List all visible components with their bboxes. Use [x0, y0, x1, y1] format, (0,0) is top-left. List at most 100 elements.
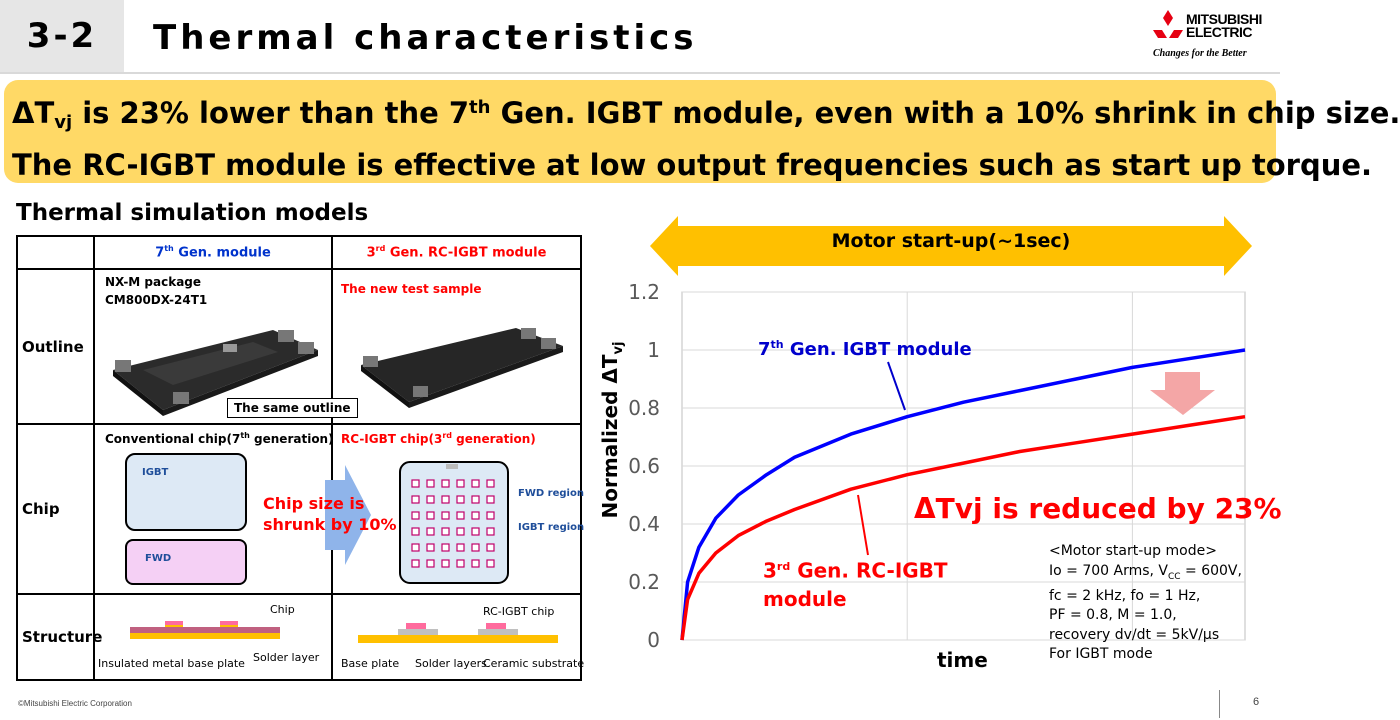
solder-layers-callout: Solder layers: [415, 657, 487, 670]
base-plate-callout: Base plate: [341, 657, 400, 670]
igbt-cell: [486, 543, 495, 552]
structure-rc-igbt-cell: RC-IGBT chip Base plate Solder layers Ce…: [331, 593, 585, 681]
igbt-cell: [486, 495, 495, 504]
igbt-cell: [426, 511, 435, 520]
series-label-rc-igbt: 3rd Gen. RC-IGBT module: [763, 558, 948, 611]
chip-callout: Chip: [270, 603, 295, 616]
igbt-cell: [441, 559, 450, 568]
logo-name: MITSUBISHI ELECTRIC: [1186, 11, 1262, 40]
igbt-cell: [471, 527, 480, 536]
igbt-cell: [426, 543, 435, 552]
rc-igbt-module-image: [361, 328, 563, 408]
y-tick-label: 0.2: [628, 570, 660, 594]
motor-startup-label: Motor start-up(~1sec): [831, 230, 1071, 252]
igbt-cell: [456, 543, 465, 552]
igbt-cell: [411, 511, 420, 520]
igbt-cell: [471, 559, 480, 568]
igbt-cell: [426, 527, 435, 536]
fwd-chip-shape: FWD: [125, 539, 247, 585]
package-name: NX-M package: [105, 275, 202, 289]
fwd-region-label: FWD region: [518, 488, 584, 499]
igbt-cell: [441, 495, 450, 504]
key-message-banner: ΔTvj is 23% lower than the 7th Gen. IGBT…: [4, 80, 1400, 183]
igbt-cell: [411, 559, 420, 568]
igbt-cell: [456, 495, 465, 504]
table-corner: [16, 235, 95, 270]
series-line-rc-igbt: [680, 414, 1246, 641]
igbt-cell: [456, 559, 465, 568]
igbt-cell: [456, 527, 465, 536]
page-number: 6: [1253, 696, 1260, 708]
igbt-cell: [411, 479, 420, 488]
rc-igbt-chip-diagram: [399, 461, 509, 584]
igbt-cell: [426, 479, 435, 488]
y-tick-label: 1.2: [628, 280, 660, 304]
igbt-cell: [471, 543, 480, 552]
reduction-arrow-icon: [1150, 372, 1215, 415]
igbt-cell: [411, 495, 420, 504]
new-sample-label: The new test sample: [341, 282, 482, 296]
y-tick-label: 0: [647, 628, 660, 652]
igbt-cell: [486, 527, 495, 536]
row-label-outline: Outline: [16, 268, 95, 425]
outline-rc-igbt-cell: The new test sample: [331, 268, 582, 425]
igbt-cell: [441, 527, 450, 536]
igbt-cell: [456, 479, 465, 488]
conventional-chip-label: Conventional chip(7th generation): [105, 431, 334, 446]
igbt-cell: [441, 511, 450, 520]
logo-tagline: Changes for the Better: [1153, 48, 1247, 59]
igbt-cell: [471, 479, 480, 488]
igbt-cell: [411, 527, 420, 536]
rc-igbt-structure-diagram: [358, 623, 558, 643]
igbt-cell: [441, 479, 450, 488]
simulation-models-title: Thermal simulation models: [16, 200, 369, 226]
leader-line-7th-gen: [887, 361, 906, 411]
igbt-cell: [471, 511, 480, 520]
chip-rc-igbt-cell: RC-IGBT chip(3rd generation) FWD region …: [331, 423, 585, 595]
y-tick-label: 0.8: [628, 396, 660, 420]
row-label-structure: Structure: [16, 593, 102, 681]
header-divider: [0, 72, 1280, 74]
igbt-cell: [456, 511, 465, 520]
conventional-structure-diagram: [130, 621, 280, 639]
x-axis-label: time: [937, 648, 988, 672]
outline-7th-gen-cell: NX-M package CM800DX-24T1 The same outli…: [93, 268, 358, 425]
imbp-callout: Insulated metal base plate: [98, 657, 245, 670]
series-line-7th-gen: [680, 348, 1246, 641]
series-label-7th-gen: 7th Gen. IGBT module: [758, 338, 972, 360]
igbt-cell: [411, 543, 420, 552]
y-tick-label: 0.4: [628, 512, 660, 536]
igbt-cell: [486, 479, 495, 488]
copyright: ©Mitsubishi Electric Corporation: [18, 699, 132, 708]
igbt-cell: [486, 559, 495, 568]
igbt-cell: [426, 559, 435, 568]
rc-igbt-chip-callout: RC-IGBT chip: [483, 605, 555, 618]
motor-startup-arrow: [650, 216, 1252, 276]
igbt-cell: [441, 543, 450, 552]
igbt-region-label: IGBT region: [518, 522, 585, 533]
rc-igbt-chip-label: RC-IGBT chip(3rd generation): [341, 431, 536, 446]
structure-7th-gen-cell: Chip Solder layer Insulated metal base p…: [93, 593, 333, 681]
same-outline-callout: The same outline: [227, 398, 358, 418]
leader-line-rc-igbt: [857, 494, 869, 556]
banner-line-1: ΔTvj is 23% lower than the 7th Gen. IGBT…: [12, 96, 1400, 133]
y-tick-label: 0.6: [628, 454, 660, 478]
simulation-conditions: <Motor start-up mode> Io = 700 Arms, VCC…: [1049, 543, 1242, 663]
igbt-cell: [486, 511, 495, 520]
ceramic-substrate-callout: Ceramic substrate: [483, 657, 585, 670]
igbt-chip-shape: IGBT: [125, 453, 247, 531]
thermal-chart: 0 0.2 0.4 0.6 0.8 1 1.2: [628, 280, 1246, 652]
solder-layer-callout: Solder layer: [253, 651, 320, 664]
banner-line-2: The RC-IGBT module is effective at low o…: [12, 148, 1373, 182]
nx-m-module-image: [113, 330, 318, 416]
igbt-cell: [426, 495, 435, 504]
page-title: Thermal characteristics: [153, 18, 698, 58]
part-number: CM800DX-24T1: [105, 293, 208, 307]
column-header-7th-gen: 7th Gen. module: [93, 235, 333, 270]
three-diamonds-icon: [1153, 10, 1183, 38]
igbt-cell: [471, 495, 480, 504]
company-logo: MITSUBISHI ELECTRIC Changes for the Bett…: [1150, 10, 1270, 62]
simulation-models-table: 7th Gen. module 3rd Gen. RC-IGBT module …: [16, 235, 585, 681]
y-tick-label: 1: [647, 338, 660, 362]
reduction-annotation: ΔTvj is reduced by 23%: [914, 492, 1282, 525]
